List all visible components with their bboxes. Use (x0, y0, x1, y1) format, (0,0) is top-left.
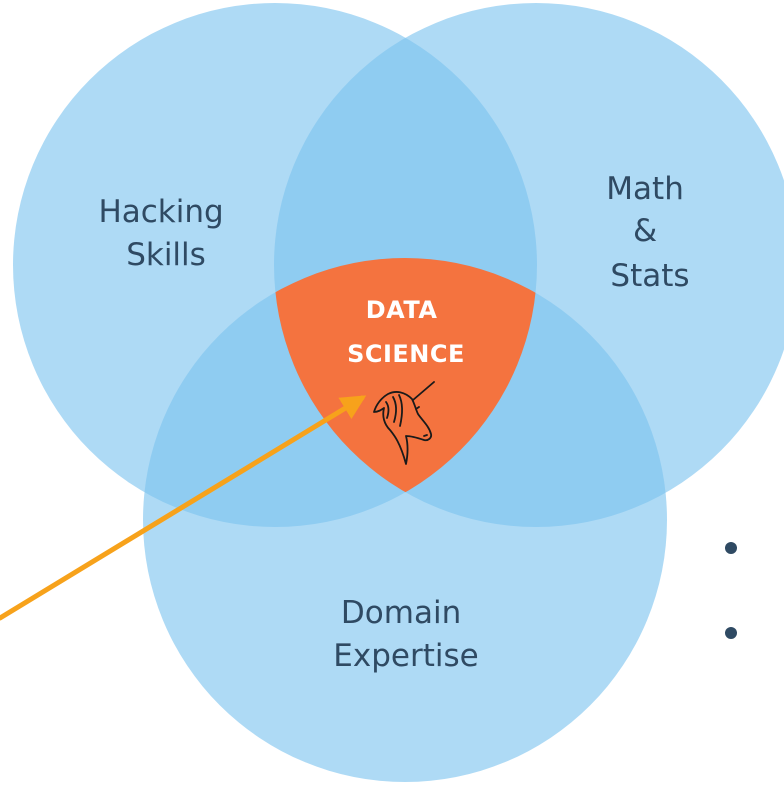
label-hacking-skills: Hacking Skills (98, 194, 233, 273)
circle-domain-expertise (143, 258, 667, 782)
label-math-stats: Math & Stats (606, 171, 693, 294)
bullet-dot-icon (725, 542, 737, 554)
label-math-line-3: Stats (610, 258, 689, 294)
label-data-science-line-2: SCIENCE (347, 340, 465, 368)
label-domain-expertise: Domain Expertise (333, 595, 478, 674)
label-hacking-line-1: Hacking (98, 194, 223, 230)
unicorn-icon (373, 381, 435, 465)
label-domain-line-1: Domain (341, 595, 461, 631)
label-data-science-line-1: DATA (366, 296, 438, 324)
bullet-dot-icon (725, 627, 737, 639)
label-math-line-1: Math (606, 171, 684, 207)
label-math-line-2: & (633, 213, 657, 249)
label-domain-line-2: Expertise (333, 638, 478, 674)
label-data-science: DATA SCIENCE (347, 296, 465, 368)
arrow-icon (0, 395, 367, 621)
label-hacking-line-2: Skills (126, 237, 206, 273)
